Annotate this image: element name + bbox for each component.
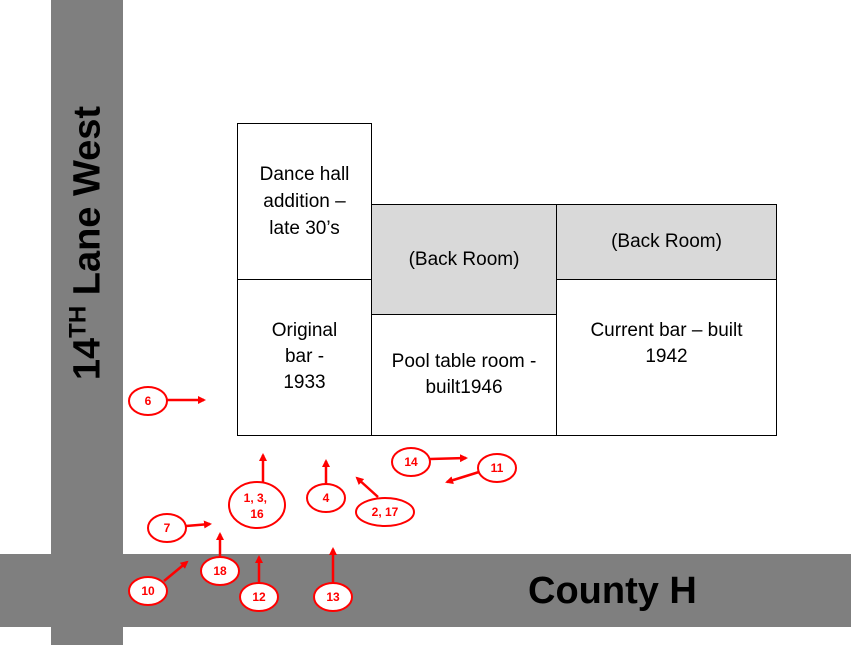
- photo-point-18: 18: [200, 532, 240, 586]
- room-dance-hall-label: Dance hall addition – late 30’s: [259, 164, 350, 239]
- callout-label: 1, 3, 16: [244, 491, 271, 521]
- callout-circle: [355, 497, 415, 527]
- callout-arrow: [429, 454, 468, 463]
- photo-point-1-3-16: 1, 3, 16: [228, 453, 286, 529]
- callout-label: 14: [404, 455, 418, 469]
- callout-label: 7: [164, 521, 171, 535]
- room-back-room-right: (Back Room): [556, 204, 777, 280]
- callout-label: 13: [326, 590, 340, 604]
- room-back-room-right-label: (Back Room): [611, 231, 722, 252]
- photo-point-6: 6: [128, 386, 206, 416]
- callout-circle: [147, 513, 187, 543]
- room-back-room-middle: (Back Room): [371, 204, 557, 315]
- callout-label: 12: [252, 590, 266, 604]
- callout-arrow: [355, 476, 379, 498]
- photo-point-14: 14: [391, 447, 468, 477]
- photo-point-12: 12: [239, 555, 279, 612]
- road-14th-lane-west: [51, 0, 123, 645]
- callout-circle: [477, 453, 517, 483]
- callout-label: 10: [141, 584, 155, 598]
- callout-label: 18: [213, 564, 227, 578]
- room-dance-hall: Dance hall addition – late 30’s: [237, 123, 372, 280]
- room-current-bar: Current bar – built 1942: [556, 279, 777, 436]
- room-current-bar-label: Current bar – built 1942: [590, 319, 743, 367]
- callout-label: 4: [323, 491, 330, 505]
- callout-circle: [128, 576, 168, 606]
- room-back-room-middle-label: (Back Room): [408, 248, 520, 270]
- room-pool-table: Pool table room - built1946: [371, 314, 557, 436]
- road-label-county-h: County H: [528, 570, 697, 612]
- callout-label: 11: [491, 461, 504, 475]
- photo-point-7: 7: [147, 513, 212, 543]
- callout-arrow: [185, 520, 212, 529]
- photo-point-2-17: 2, 17: [355, 476, 415, 527]
- photo-point-13: 13: [313, 547, 353, 612]
- callout-arrow: [445, 470, 480, 485]
- callout-label: 2, 17: [372, 505, 399, 519]
- callout-label-line: 1, 3,: [244, 491, 267, 505]
- callout-arrow: [163, 560, 189, 582]
- room-pool-table-label: Pool table room - built1946: [391, 351, 537, 398]
- photo-point-4: 4: [306, 459, 346, 513]
- photo-point-11: 11: [445, 453, 517, 485]
- room-original-bar-label: Original bar - 1933: [271, 319, 338, 393]
- callout-circle: [228, 481, 286, 529]
- callout-circle: [391, 447, 431, 477]
- callout-label: 6: [145, 394, 152, 408]
- callout-label-line: 16: [250, 507, 264, 521]
- photo-point-10: 10: [128, 560, 189, 606]
